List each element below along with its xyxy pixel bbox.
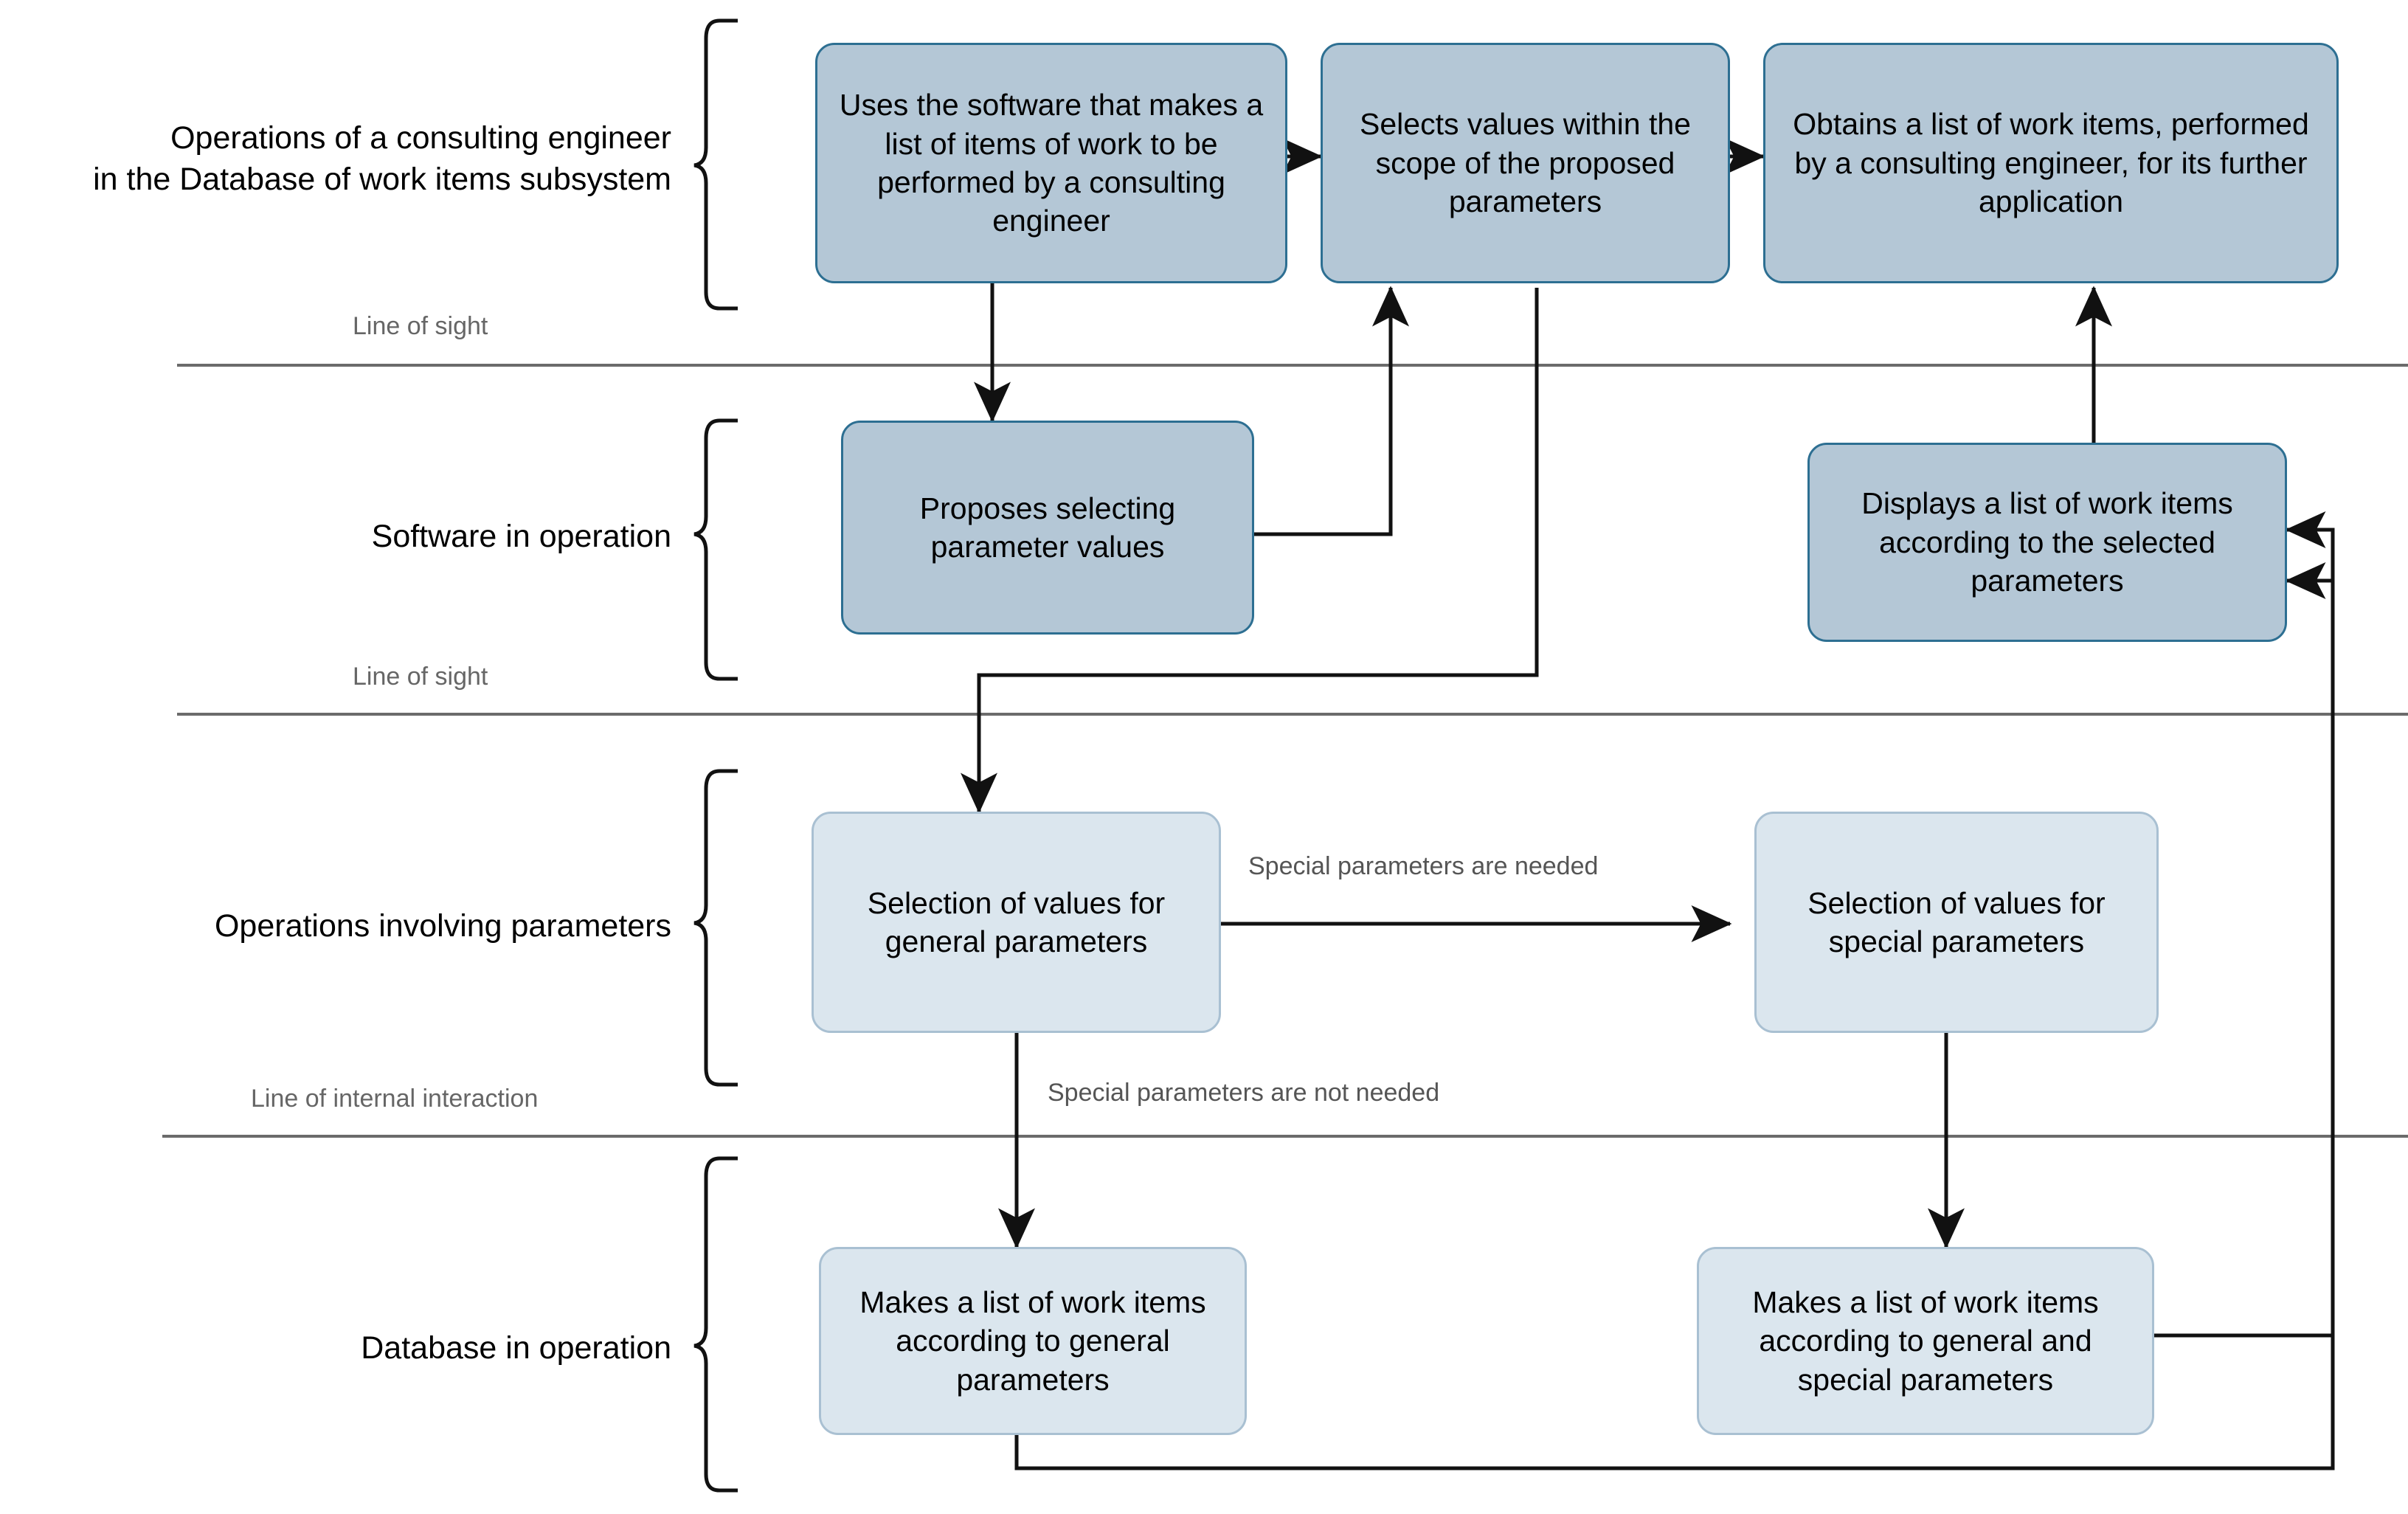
node-label: Obtains a list of work items, performed … — [1793, 107, 2309, 219]
brace-lane-actor — [693, 18, 738, 311]
edge-n2-n6 — [961, 288, 1539, 814]
node-obtains-list[interactable]: Obtains a list of work items, performed … — [1763, 43, 2339, 283]
edge-label-special-needed: Special parameters are needed — [1248, 852, 1599, 880]
node-label: Makes a list of work items according to … — [859, 1285, 1206, 1397]
lane-braces — [693, 18, 738, 1493]
edge-n4-n2 — [1254, 286, 1409, 536]
edge-label-special-not-needed: Special parameters are not needed — [1048, 1079, 1440, 1107]
node-label: Uses the software that makes a list of i… — [839, 88, 1264, 238]
node-label: Selection of values for special paramete… — [1807, 885, 2106, 958]
edge-n9-n5 — [2154, 511, 2335, 1338]
node-selection-special-parameters[interactable]: Selection of values for special paramete… — [1754, 812, 2159, 1033]
separator-label-2: Line of sight — [353, 663, 488, 691]
node-selects-values[interactable]: Selects values within the scope of the p… — [1321, 43, 1730, 283]
node-makes-list-general-special[interactable]: Makes a list of work items according to … — [1697, 1247, 2154, 1435]
flow-connectors — [961, 138, 2335, 1470]
lane-label-parameters: Operations involving parameters — [214, 908, 671, 944]
node-selection-general-parameters[interactable]: Selection of values for general paramete… — [812, 812, 1221, 1033]
node-label: Displays a list of work items according … — [1861, 486, 2233, 598]
brace-lane-software — [693, 418, 738, 681]
separator-label-1: Line of sight — [353, 312, 488, 340]
lane-separators — [162, 364, 2408, 1138]
node-makes-list-general[interactable]: Makes a list of work items according to … — [819, 1247, 1247, 1435]
lane-label-database: Database in operation — [361, 1330, 671, 1366]
node-uses-the-software[interactable]: Uses the software that makes a list of i… — [815, 43, 1287, 283]
lane-label-actor: Operations of a consulting engineer in t… — [93, 120, 671, 197]
node-label: Selection of values for general paramete… — [867, 885, 1166, 958]
separator-label-3: Line of internal interaction — [251, 1085, 539, 1113]
node-label: Proposes selecting parameter values — [919, 491, 1176, 564]
node-proposes-selecting[interactable]: Proposes selecting parameter values — [841, 421, 1254, 635]
node-label: Selects values within the scope of the p… — [1360, 107, 1691, 219]
brace-lane-database — [693, 1156, 738, 1493]
edge-n8-n5 — [1014, 562, 2335, 1470]
node-label: Makes a list of work items according to … — [1752, 1285, 2099, 1397]
node-displays-list[interactable]: Displays a list of work items according … — [1807, 443, 2287, 642]
lane-label-software: Software in operation — [371, 519, 671, 554]
brace-lane-parameters — [693, 769, 738, 1087]
